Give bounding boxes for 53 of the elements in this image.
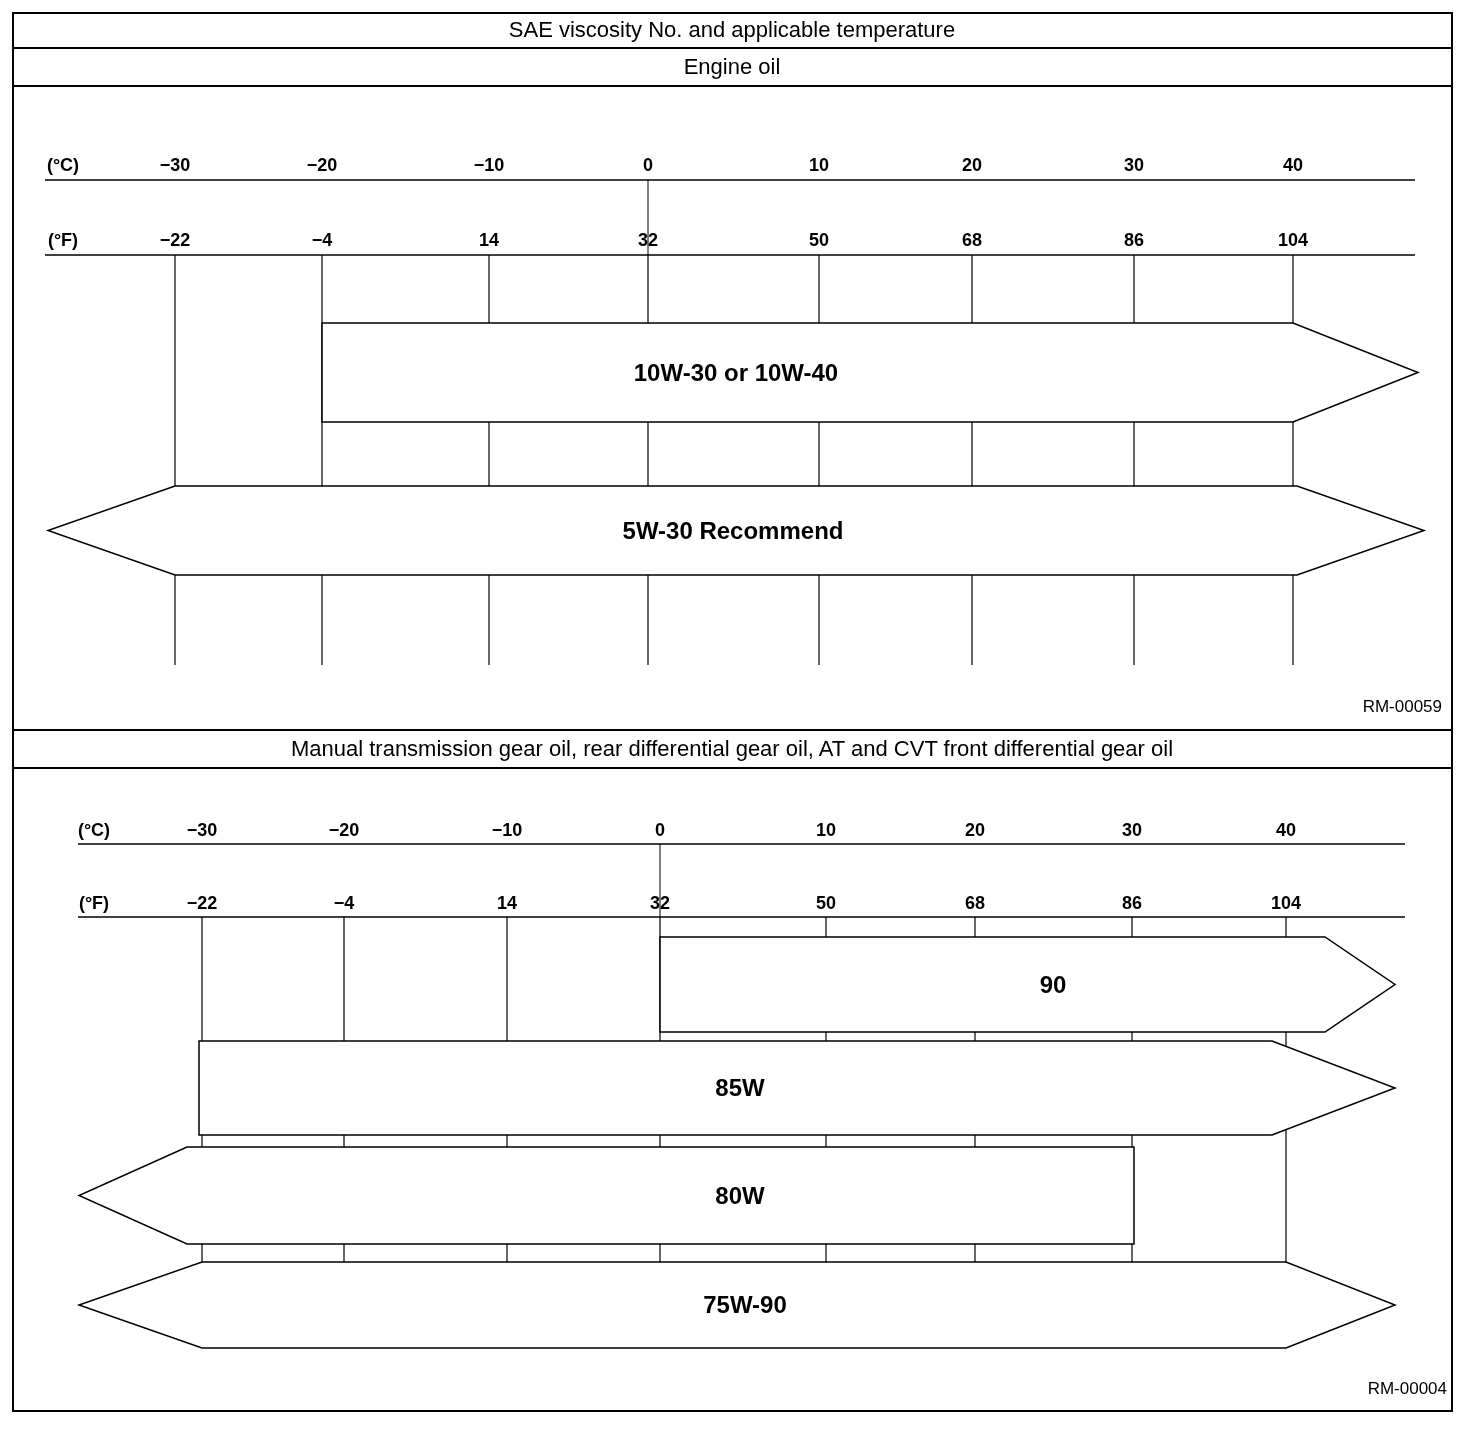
temperature-range-band [79, 1147, 1134, 1244]
scale-label: 0 [643, 154, 653, 176]
grade-label: 5W-30 Recommend [622, 516, 844, 545]
scale-label: 68 [965, 892, 985, 914]
scale-label: 20 [965, 819, 985, 841]
temperature-range-band [660, 937, 1395, 1032]
scale-label: 10 [809, 154, 829, 176]
scale-label: (°C) [77, 819, 111, 841]
scale-label: 32 [638, 229, 658, 251]
temperature-range-band [199, 1041, 1395, 1135]
temperature-range-band [48, 486, 1424, 575]
scale-label: −22 [186, 892, 218, 914]
scale-label: 104 [1271, 892, 1301, 914]
scale-label: 30 [1124, 154, 1144, 176]
table-title: SAE viscosity No. and applicable temperature [508, 17, 956, 43]
figure-code: RM-00004 [1367, 1379, 1447, 1399]
scale-label: −10 [491, 819, 523, 841]
scale-label: 40 [1283, 154, 1303, 176]
scale-label: 40 [1276, 819, 1296, 841]
grade-label: 85W [715, 1074, 765, 1102]
section-heading: Engine oil [683, 54, 781, 80]
scale-label: 32 [650, 892, 670, 914]
scale-label: 50 [816, 892, 836, 914]
grade-label: 10W-30 or 10W-40 [633, 358, 839, 387]
scale-label: (°F) [47, 229, 79, 251]
scale-label: −10 [473, 154, 505, 176]
scale-label: 104 [1278, 229, 1308, 251]
grade-label: 75W-90 [703, 1291, 787, 1319]
scale-label: 86 [1124, 229, 1144, 251]
figure-code: RM-00059 [1362, 697, 1442, 717]
temperature-range-band [79, 1262, 1395, 1348]
scale-label: 86 [1122, 892, 1142, 914]
scale-label: (°F) [78, 892, 110, 914]
grade-label: 90 [1039, 970, 1067, 999]
scale-label: 10 [816, 819, 836, 841]
scale-label: 0 [655, 819, 665, 841]
scale-label: 20 [962, 154, 982, 176]
temperature-range-band [322, 323, 1418, 422]
scale-label: −30 [159, 154, 191, 176]
scale-label: −4 [333, 892, 355, 914]
scale-label: 30 [1122, 819, 1142, 841]
scale-label: (°C) [46, 154, 80, 176]
scale-label: 50 [809, 229, 829, 251]
scale-label: 14 [479, 229, 499, 251]
section-heading: Manual transmission gear oil, rear differential gear oil, AT and CVT front differential gear oil [290, 736, 1174, 762]
scale-label: −4 [311, 229, 333, 251]
scale-label: −30 [186, 819, 218, 841]
scale-label: −22 [159, 229, 191, 251]
grade-label: 80W [715, 1181, 765, 1210]
scale-label: 68 [962, 229, 982, 251]
scale-label: −20 [306, 154, 338, 176]
scale-label: 14 [497, 892, 517, 914]
scale-label: −20 [328, 819, 360, 841]
